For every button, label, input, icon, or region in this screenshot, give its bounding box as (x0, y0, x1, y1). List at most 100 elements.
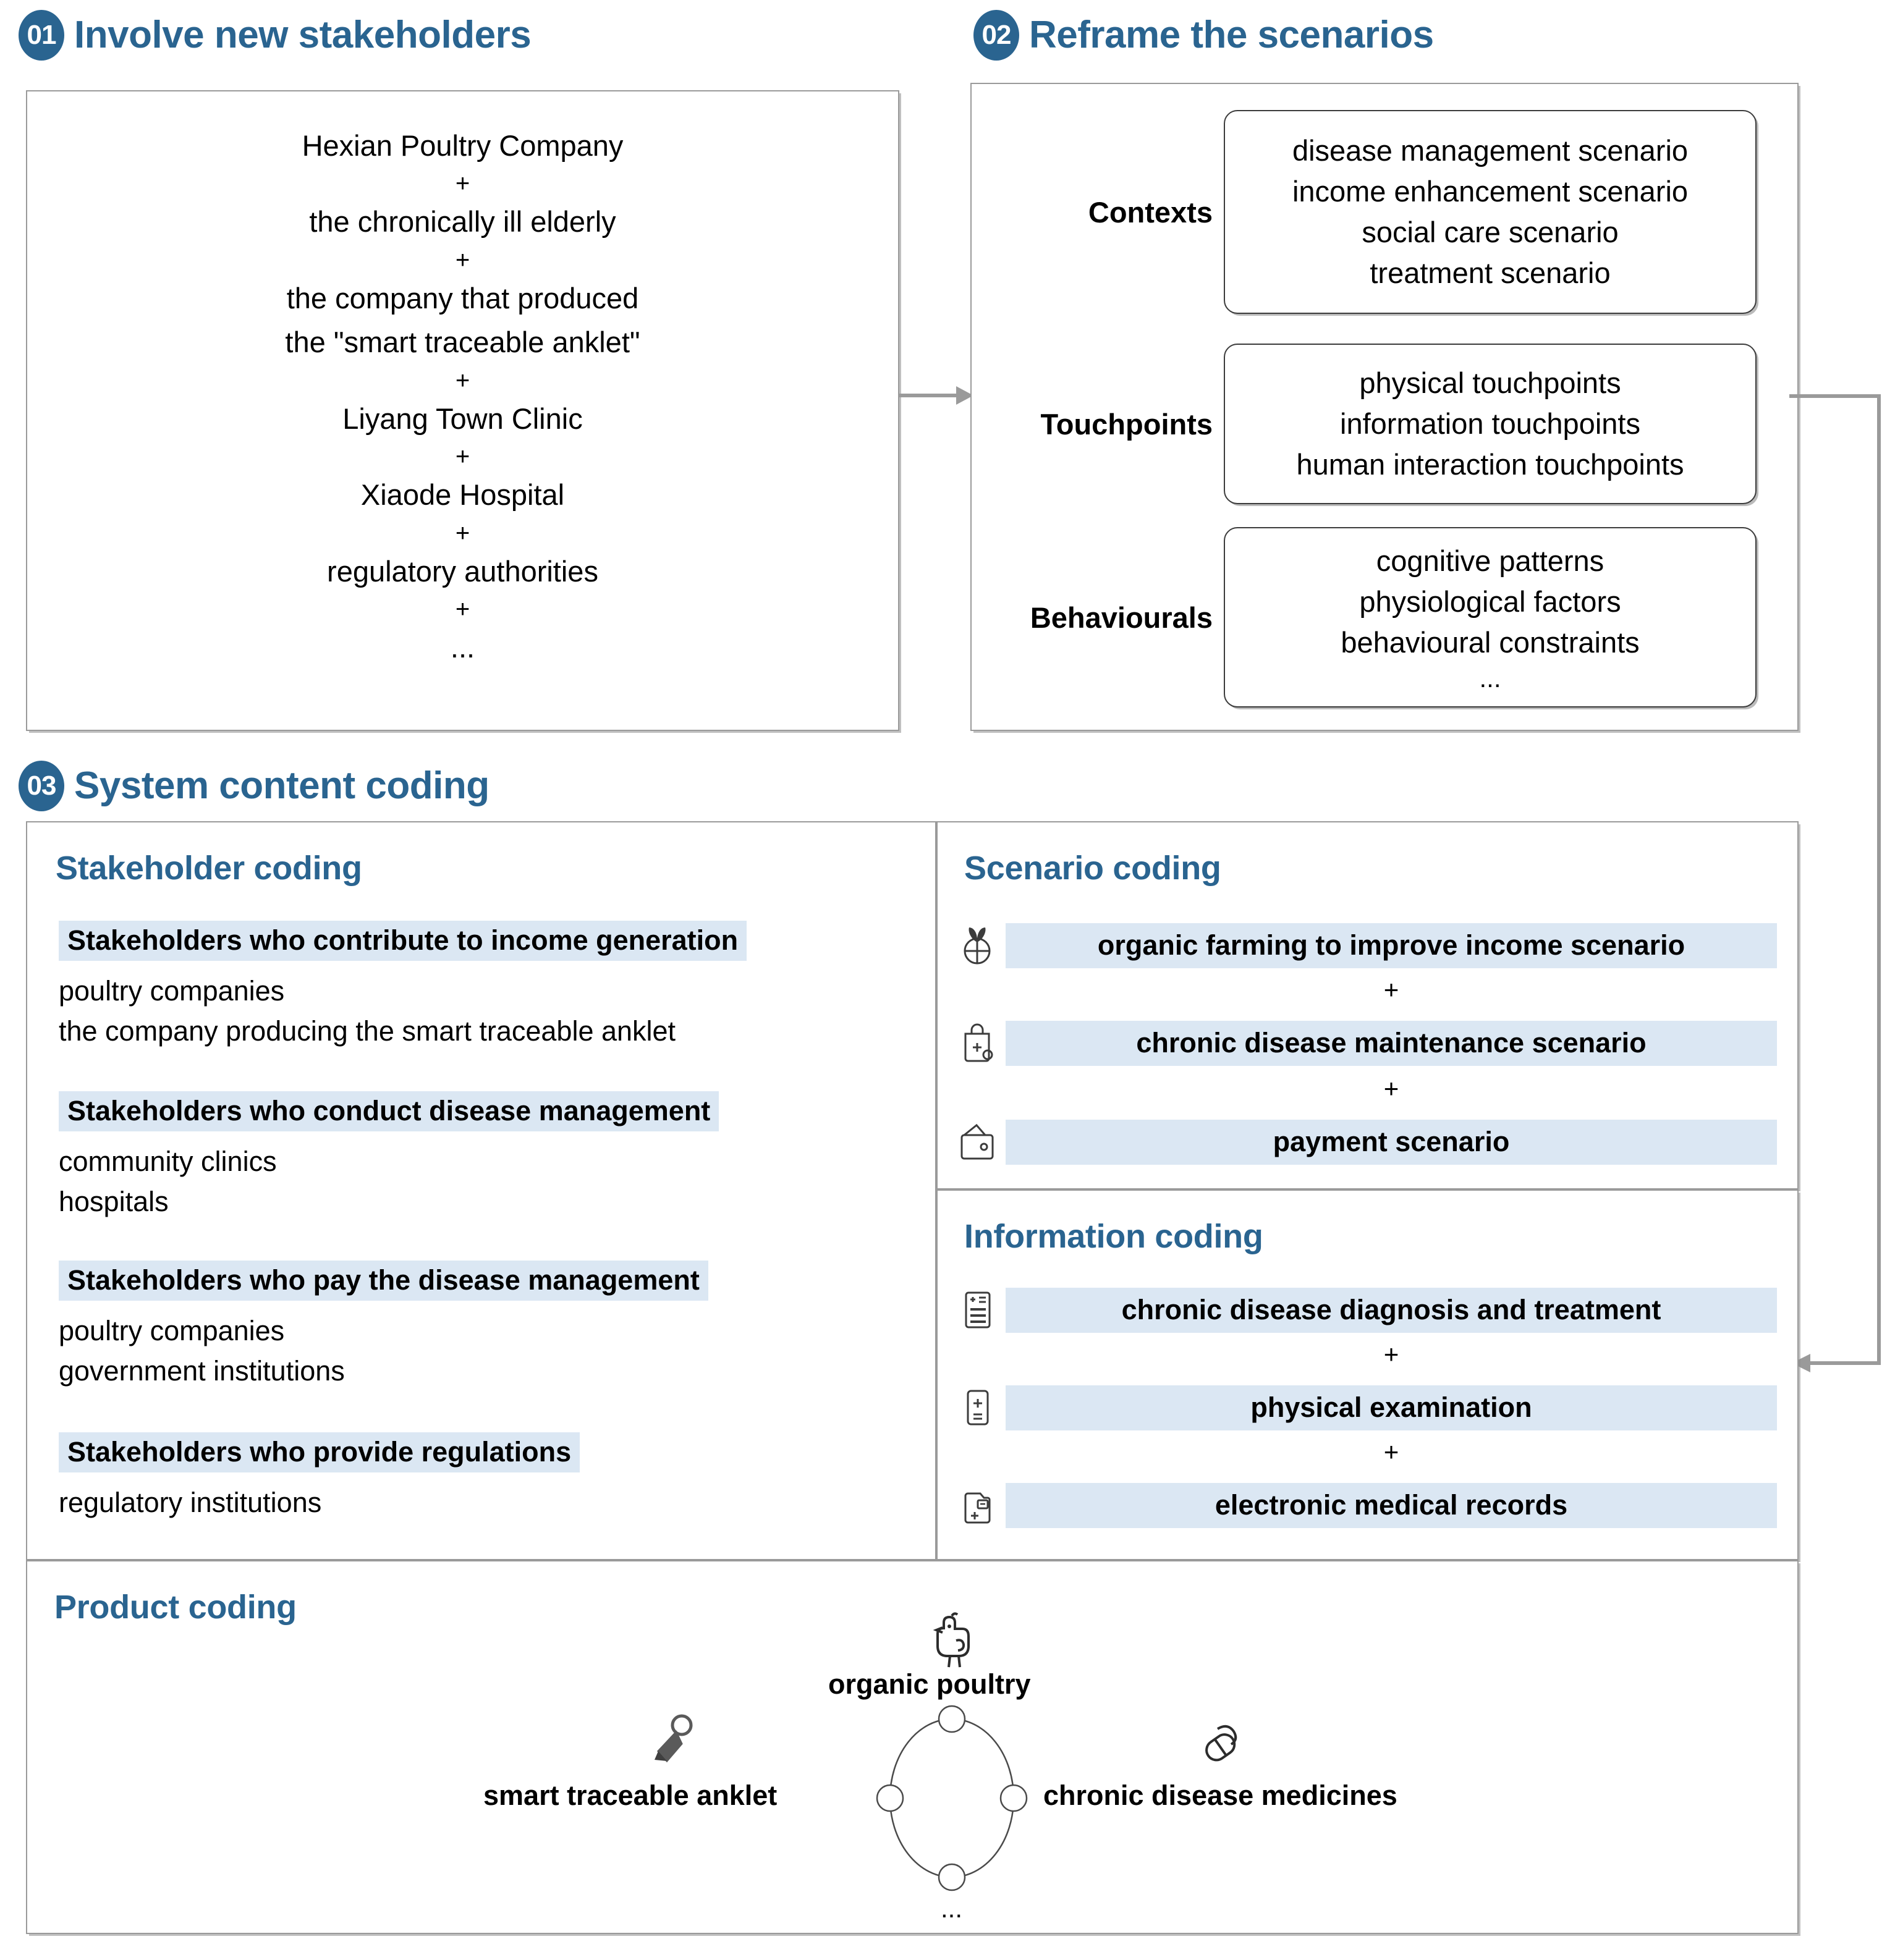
touchpoint-item: physical touchpoints (1359, 366, 1621, 400)
medical-folder-icon (955, 1482, 999, 1529)
behavioural-item: cognitive patterns (1376, 544, 1605, 578)
arrow-reframe-to-system-coding (1789, 394, 1881, 1372)
information-pill: electronic medical records (1006, 1482, 1777, 1528)
context-item: social care scenario (1362, 216, 1619, 248)
information-coding-title: Information coding (964, 1218, 1263, 1255)
scenario-row: organic farming to improve income scenar… (955, 922, 1777, 969)
stakeholder-group-items: poultry companies the company producing … (59, 971, 747, 1052)
stakeholder-group-heading: Stakeholders who provide regulations (59, 1432, 580, 1472)
arrow-stakeholders-to-reframe (899, 386, 973, 405)
plus-separator: + (1383, 1074, 1399, 1103)
wallet-icon (955, 1118, 999, 1165)
medical-report-icon (955, 1286, 999, 1333)
information-row: electronic medical records (955, 1482, 1777, 1529)
scenario-row: payment scenario (955, 1118, 1777, 1165)
anklet-icon (646, 1713, 702, 1772)
context-item: disease management scenario (1292, 134, 1689, 167)
organic-plant-icon (955, 922, 999, 969)
stakeholder-line-ellipsis: ... (450, 631, 475, 664)
stakeholder-item: poultry companies (59, 1315, 285, 1346)
scenario-coding-title: Scenario coding (964, 850, 1221, 887)
reframe-row-contexts: Contexts disease management scenario inc… (1020, 110, 1771, 314)
checklist-icon (955, 1384, 999, 1431)
stakeholders-panel: Hexian Poultry Company + the chronically… (26, 90, 899, 731)
stakeholder-line: the "smart traceable anklet" (285, 326, 640, 359)
stakeholder-group-items: poultry companies government institution… (59, 1311, 708, 1392)
plus-separator: + (1383, 1340, 1399, 1369)
scenario-pill: organic farming to improve income scenar… (1006, 923, 1777, 968)
behavioural-item-ellipsis: ... (1479, 663, 1501, 693)
plus-separator: + (1383, 1437, 1399, 1466)
product-label-left: smart traceable anklet (483, 1780, 778, 1811)
section-heading-03: 03 System content coding (19, 761, 490, 811)
plus-separator: + (455, 519, 470, 547)
stakeholder-item: hospitals (59, 1186, 169, 1218)
product-label-top: organic poultry (828, 1668, 1031, 1700)
scenario-row: chronic disease maintenance scenario (955, 1020, 1777, 1067)
section-badge-02: 02 (973, 10, 1019, 61)
behavioural-item: behavioural constraints (1341, 625, 1640, 659)
pills-icon (1193, 1717, 1248, 1776)
stakeholder-line: regulatory authorities (327, 554, 598, 588)
stakeholder-line: Liyang Town Clinic (342, 402, 583, 435)
stakeholder-item: government institutions (59, 1355, 345, 1387)
plus-separator: + (455, 366, 470, 394)
stakeholder-group: Stakeholders who conduct disease managem… (59, 1091, 719, 1222)
product-coding-title: Product coding (54, 1589, 297, 1626)
stakeholder-item: regulatory institutions (59, 1487, 322, 1518)
scenario-pill: payment scenario (1006, 1119, 1777, 1165)
stakeholder-group-heading: Stakeholders who contribute to income ge… (59, 921, 747, 961)
context-item: income enhancement scenario (1292, 175, 1689, 208)
stakeholder-line: Xiaode Hospital (360, 478, 565, 512)
behavioural-item: physiological factors (1359, 585, 1621, 618)
context-item: treatment scenario (1370, 256, 1611, 289)
touchpoint-item: human interaction touchpoints (1296, 447, 1684, 481)
stakeholder-item: the company producing the smart traceabl… (59, 1015, 676, 1047)
stakeholder-line: Hexian Poultry Company (302, 129, 624, 162)
plus-separator: + (455, 443, 470, 471)
touchpoints-box: physical touchpoints information touchpo… (1224, 344, 1757, 504)
reframe-row-behaviourals: Behaviourals cognitive patterns physiolo… (1020, 527, 1771, 708)
stakeholder-group: Stakeholders who provide regulations reg… (59, 1432, 580, 1523)
information-pill: physical examination (1006, 1385, 1777, 1430)
product-circle-diagram (876, 1705, 1028, 1891)
behaviourals-box: cognitive patterns physiological factors… (1224, 527, 1757, 708)
scenario-pill: chronic disease maintenance scenario (1006, 1020, 1777, 1066)
chicken-icon (924, 1612, 980, 1672)
stakeholders-list: Hexian Poultry Company + the chronically… (27, 124, 898, 670)
section-heading-01: 01 Involve new stakeholders (19, 10, 532, 61)
touchpoint-item: information touchpoints (1340, 407, 1640, 441)
stakeholder-item: community clinics (59, 1146, 277, 1177)
stakeholder-group-heading: Stakeholders who conduct disease managem… (59, 1091, 719, 1131)
reframe-row-touchpoints: Touchpoints physical touchpoints informa… (1020, 344, 1771, 504)
plus-separator: + (455, 246, 470, 274)
medical-bag-icon (955, 1020, 999, 1067)
information-pill: chronic disease diagnosis and treatment (1006, 1287, 1777, 1333)
reframe-row-label: Contexts (1088, 195, 1213, 229)
section-title-03: System content coding (74, 764, 490, 807)
information-row: chronic disease diagnosis and treatment (955, 1286, 1777, 1333)
plus-separator: + (1383, 975, 1399, 1004)
stakeholder-group-items: regulatory institutions (59, 1482, 580, 1523)
stakeholder-line: the chronically ill elderly (309, 205, 616, 239)
plus-separator: + (455, 170, 470, 198)
product-label-bottom: ... (941, 1894, 963, 1923)
stakeholder-group-heading: Stakeholders who pay the disease managem… (59, 1261, 708, 1301)
product-label-right: chronic disease medicines (1043, 1780, 1397, 1811)
stakeholder-group-items: community clinics hospitals (59, 1141, 719, 1222)
reframe-row-label: Behaviourals (1030, 601, 1213, 634)
stakeholder-coding-title: Stakeholder coding (56, 850, 362, 887)
stakeholder-group: Stakeholders who contribute to income ge… (59, 921, 747, 1052)
section-title-01: Involve new stakeholders (74, 14, 532, 56)
reframe-row-label: Touchpoints (1040, 407, 1213, 441)
section-heading-02: 02 Reframe the scenarios (973, 10, 1434, 61)
section-badge-01: 01 (19, 10, 64, 61)
product-coding-panel (26, 1560, 1799, 1934)
plus-separator: + (455, 596, 470, 623)
contexts-box: disease management scenario income enhan… (1224, 110, 1757, 314)
section-badge-03: 03 (19, 761, 64, 811)
stakeholder-item: poultry companies (59, 975, 285, 1007)
section-title-02: Reframe the scenarios (1029, 14, 1434, 56)
stakeholder-group: Stakeholders who pay the disease managem… (59, 1261, 708, 1392)
information-row: physical examination (955, 1384, 1777, 1431)
